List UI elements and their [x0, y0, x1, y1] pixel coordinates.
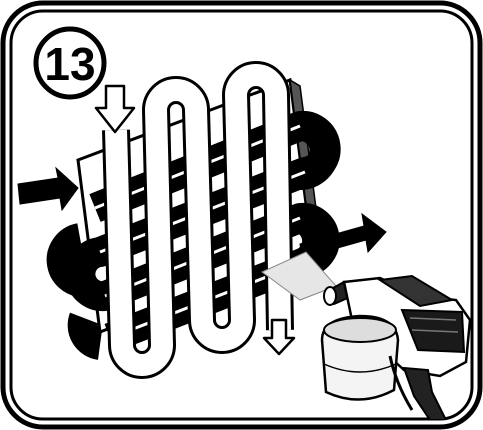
step-number-badge: 13 [33, 26, 107, 100]
right-arrow-icon [17, 166, 79, 212]
down-arrow-icon [262, 318, 296, 356]
step-number: 13 [44, 38, 95, 90]
spray-gun-icon [320, 274, 472, 420]
down-arrow-icon [94, 84, 136, 134]
right-arrow-icon [299, 212, 387, 259]
vertical-spray-strokes [102, 61, 294, 379]
